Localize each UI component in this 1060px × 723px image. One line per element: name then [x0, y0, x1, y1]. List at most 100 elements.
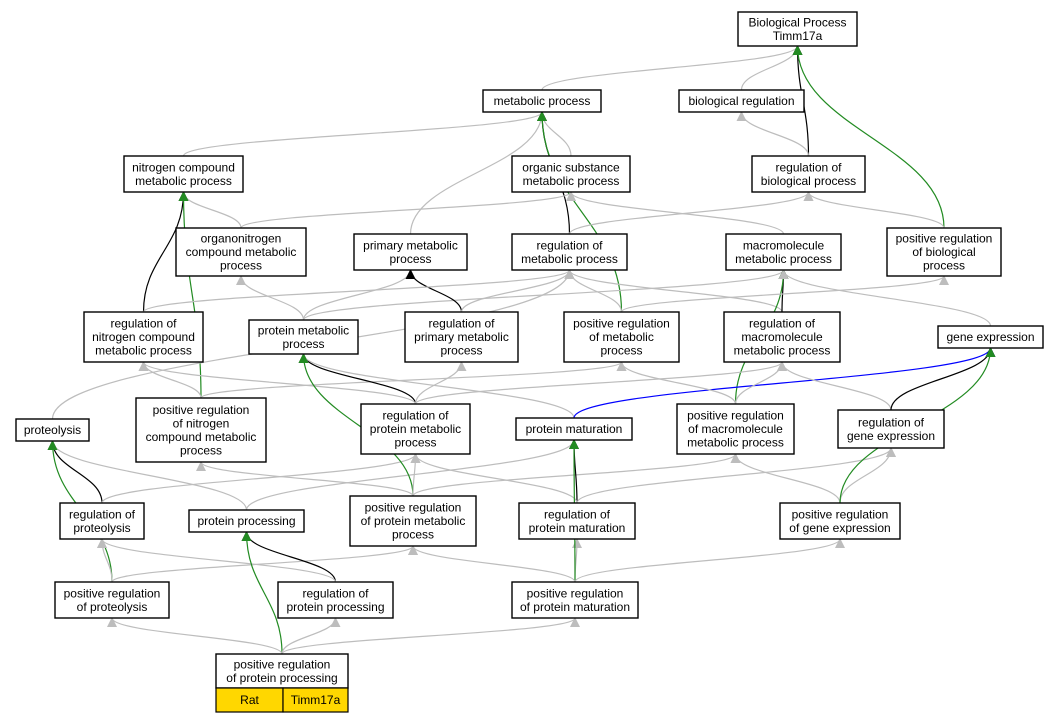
go-term-label-line: regulation of: [302, 586, 369, 600]
go-term-box: [723, 311, 841, 363]
legend-gene-cell: [282, 687, 349, 713]
go-term-label-line: macromolecule: [743, 238, 825, 252]
go-term-label-line: protein metabolic: [370, 422, 461, 436]
edge-posregprotmet-to-posregnitro: [196, 461, 414, 497]
go-term-label-line: process: [180, 443, 222, 457]
edge-metabolic-to-root: [541, 45, 803, 91]
edge-path-is-a: [568, 191, 814, 235]
go-term-label-line: biological regulation: [688, 94, 794, 108]
go-term-box: [404, 311, 519, 363]
edge-protproc-to-protmat: [245, 439, 579, 511]
species-gene-legend: Rat Timm17a: [215, 687, 349, 713]
edge-path-is-a: [566, 191, 785, 235]
edge-posregprotmat-to-posreggene: [574, 538, 845, 583]
go-term-label-line: positive regulation: [64, 586, 161, 600]
edge-posregmet-to-posregbio: [620, 275, 949, 313]
edge-regprotmet-to-regmacro: [414, 361, 787, 405]
edge-regmet-to-regbio: [568, 191, 814, 235]
go-term-label-line: process: [389, 252, 431, 266]
go-term-node-proteolysis[interactable]: proteolysis: [15, 418, 90, 442]
go-term-label-line: metabolic process: [494, 94, 591, 108]
edge-posregbio-to-regbio: [803, 191, 945, 229]
go-term-label-line: process: [282, 337, 324, 351]
go-term-box: [360, 403, 471, 455]
edge-posreggene-to-reggene: [839, 447, 896, 504]
go-term-box: [725, 233, 842, 271]
go-term-box: [353, 233, 468, 271]
go-term-label-line: metabolic process: [687, 436, 784, 450]
edge-orgsub-to-metabolic: [537, 111, 572, 157]
edge-primary-to-metabolic: [409, 111, 547, 235]
go-term-label-line: regulation of: [110, 317, 177, 331]
edge-path-is-a: [200, 361, 627, 399]
go-term-node-metabolic[interactable]: metabolic process: [482, 89, 602, 113]
go-term-box: [779, 502, 901, 540]
go-term-label-line: regulation of: [544, 507, 611, 521]
edge-path-is-a: [47, 440, 248, 511]
edge-path-is-a: [408, 545, 576, 583]
go-term-label-line: metabolic process: [521, 252, 618, 266]
edge-posregprotproc-to-protproc: [241, 531, 283, 655]
edge-posregnitro-to-posregmet: [200, 361, 627, 399]
go-term-label-line: of metabolic: [589, 330, 654, 344]
edge-path-is-a: [97, 538, 337, 583]
go-term-label-line: regulation of: [428, 317, 495, 331]
go-term-box: [135, 397, 267, 463]
go-term-box: [511, 233, 628, 271]
edge-posregmet-to-metabolic: [537, 111, 623, 313]
edge-protmet-to-organonitro: [236, 275, 305, 321]
go-term-label-line: primary metabolic: [363, 238, 458, 252]
edge-path-is-a: [107, 617, 283, 655]
edge-path-is-a: [142, 269, 575, 313]
go-term-node-geneexp[interactable]: gene expression: [937, 325, 1044, 349]
edge-path-part-of: [142, 191, 189, 313]
go-term-label-line: regulation of: [382, 409, 449, 423]
go-term-node-protmat[interactable]: protein maturation: [515, 417, 633, 441]
go-term-label-line: protein processing: [197, 514, 295, 528]
go-term-label-line: protein metabolic: [258, 323, 349, 337]
go-term-box: [349, 495, 477, 547]
go-term-node-protproc[interactable]: protein processing: [188, 509, 305, 533]
go-term-label-line: organic substance: [522, 160, 620, 174]
edge-regprotmat-to-reggene: [576, 447, 896, 504]
edge-path-is-a: [196, 461, 414, 497]
edge-macro-to-orgsub: [566, 191, 785, 235]
edge-regnitro-to-nitro: [142, 191, 189, 313]
go-term-node-bioreg[interactable]: biological regulation: [678, 89, 805, 113]
edge-regprimary-to-primary: [405, 269, 463, 313]
go-term-label-line: macromolecule: [741, 330, 823, 344]
edge-path-is-a: [839, 447, 896, 504]
legend-species-label: Rat: [240, 693, 259, 707]
edge-organonitro-to-orgsub: [240, 191, 576, 229]
go-term-label-line: metabolic process: [734, 344, 831, 358]
go-term-box: [678, 89, 805, 113]
edge-reggene-to-regmacro: [777, 361, 892, 411]
edge-path-is-a: [281, 617, 341, 655]
